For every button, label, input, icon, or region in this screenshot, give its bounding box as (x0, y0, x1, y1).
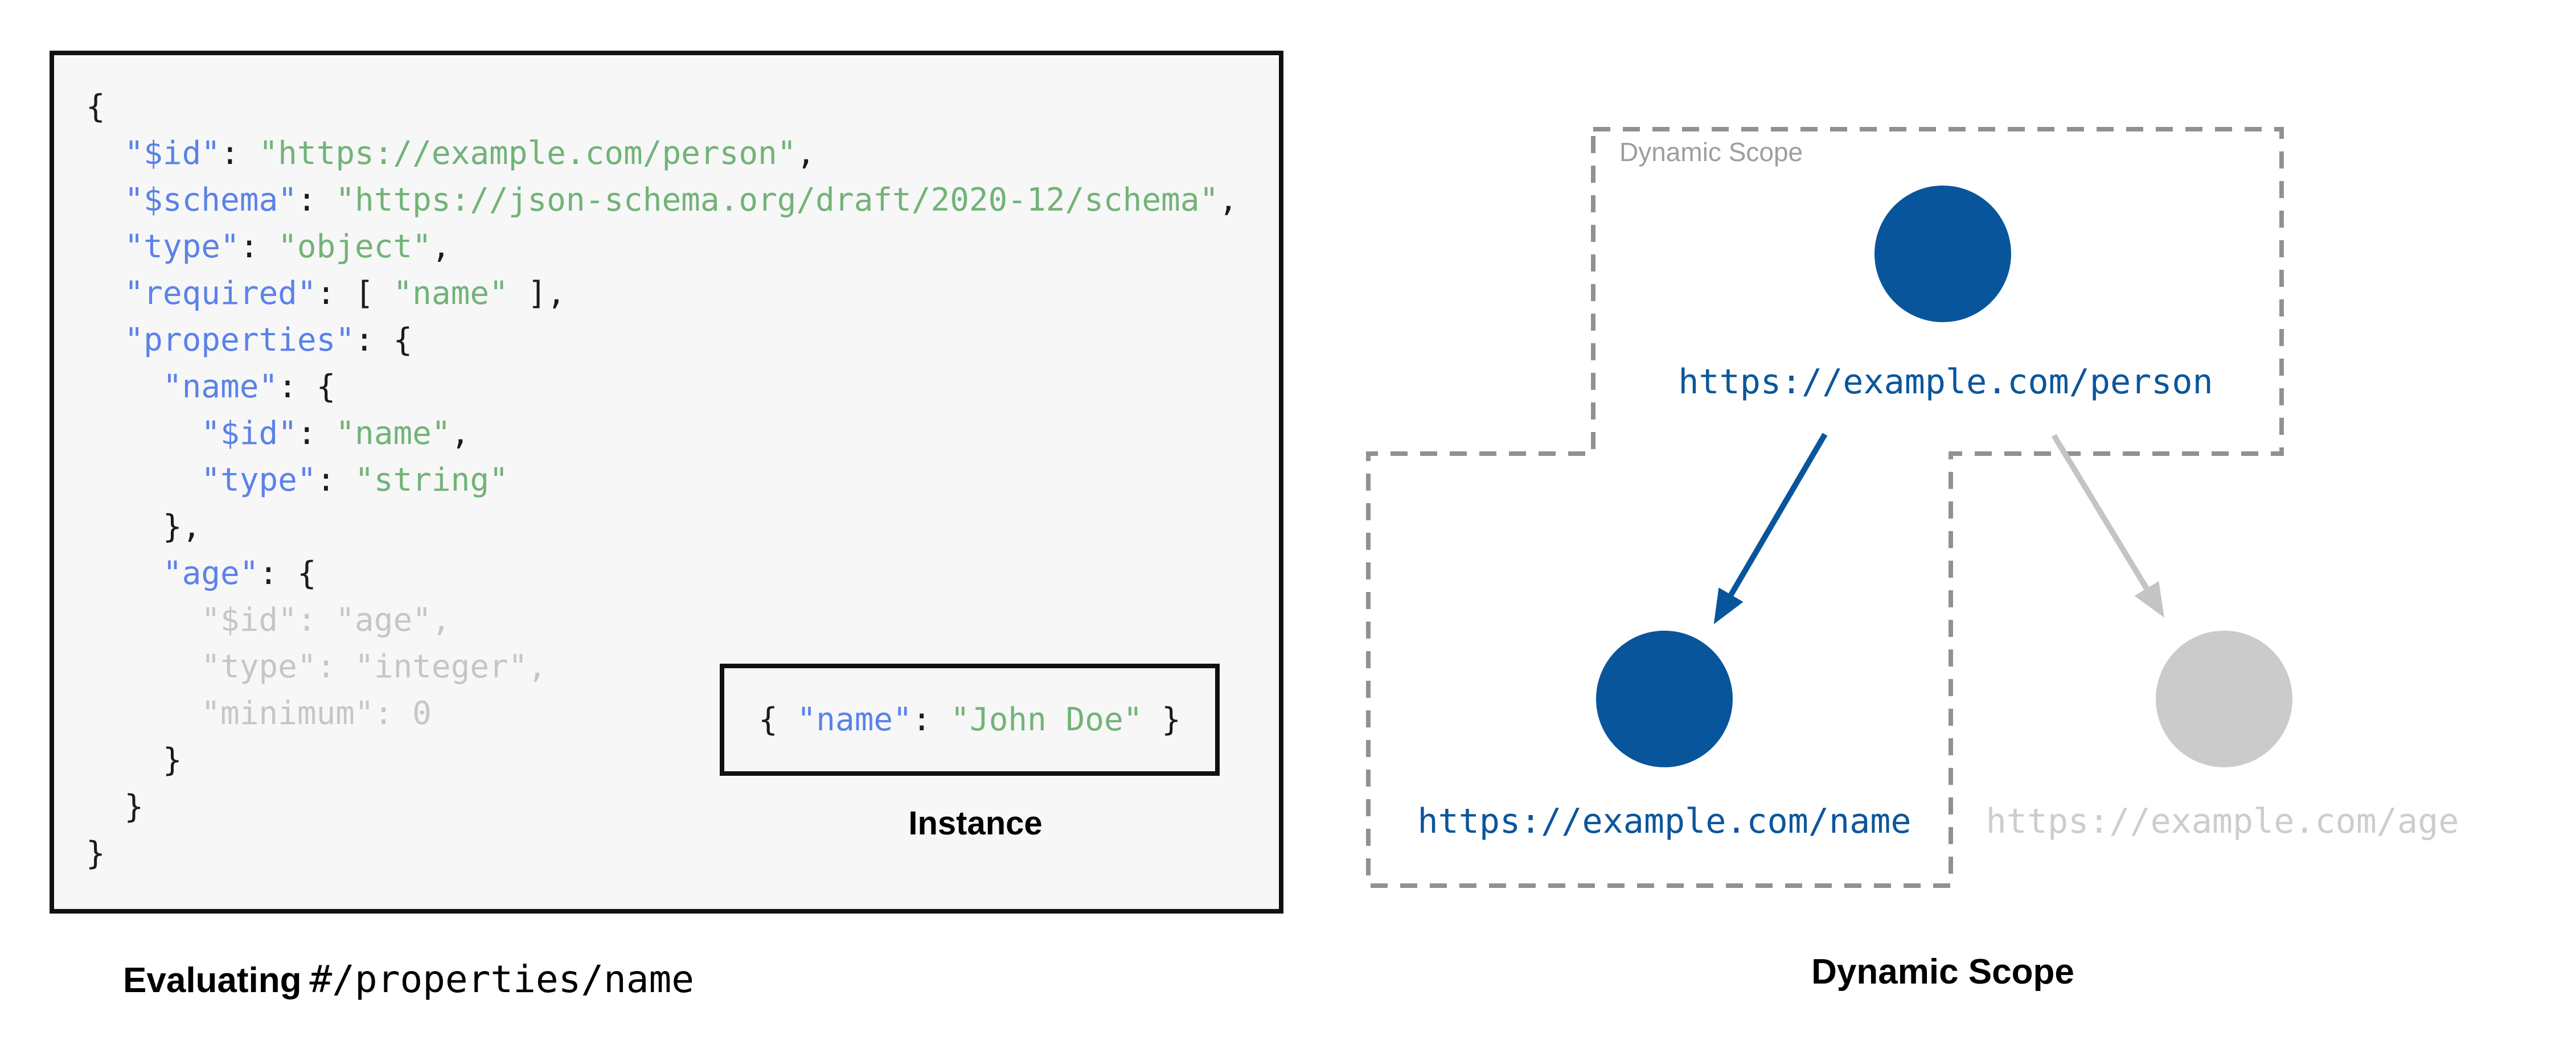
dynamic-scope-caption: Dynamic Scope (1811, 952, 2074, 992)
code-line: "$id": "name", (201, 415, 470, 452)
dynamic-scope-inner-label: Dynamic Scope (1619, 137, 1803, 167)
node-age-label: https://example.com/age (1986, 801, 2459, 841)
code-line: "type": "object", (124, 228, 451, 265)
code-line: "$schema": "https://json-schema.org/draf… (124, 182, 1238, 219)
code-line: "required": [ "name" ], (124, 275, 566, 312)
arrow-person-to-age (2051, 434, 2164, 618)
code-line: "$id": "https://example.com/person", (124, 135, 816, 172)
node-name (1596, 631, 1733, 767)
schema-panel: { "$id": "https://example.com/person", "… (50, 51, 1283, 914)
code-line: } (86, 742, 182, 779)
code-line: "name": { (162, 368, 336, 405)
code-line: "type": "string" (201, 462, 508, 499)
instance-code: { "name": "John Doe" } (758, 701, 1181, 738)
code-line: }, (86, 508, 202, 545)
dynamic-scope-outline (1366, 127, 2284, 888)
code-line: "type": "integer", (86, 648, 547, 685)
code-line: "age": { (162, 555, 317, 592)
code-line: { (86, 88, 105, 125)
code-line: } (86, 788, 144, 825)
arrow-person-to-name (1713, 433, 1828, 624)
code-line: "properties": { (124, 322, 413, 359)
evaluating-caption-word: Evaluating (123, 961, 302, 1000)
schema-code-block: { "$id": "https://example.com/person", "… (86, 84, 1238, 877)
node-age (2156, 631, 2292, 767)
code-line: "minimum": 0 (86, 695, 432, 732)
code-line: "$id": "age", (86, 602, 451, 639)
node-person (1874, 186, 2011, 322)
code-line: } (86, 835, 105, 872)
node-person-label: https://example.com/person (1678, 362, 2213, 402)
node-name-label: https://example.com/name (1417, 801, 1912, 841)
code-line: { "name": "John Doe" } (758, 701, 1181, 738)
instance-label: Instance (908, 805, 1043, 842)
instance-box: { "name": "John Doe" } (720, 664, 1220, 776)
evaluating-caption: Evaluating#/properties/name (123, 957, 694, 1001)
evaluating-caption-pointer: #/properties/name (309, 957, 695, 1001)
